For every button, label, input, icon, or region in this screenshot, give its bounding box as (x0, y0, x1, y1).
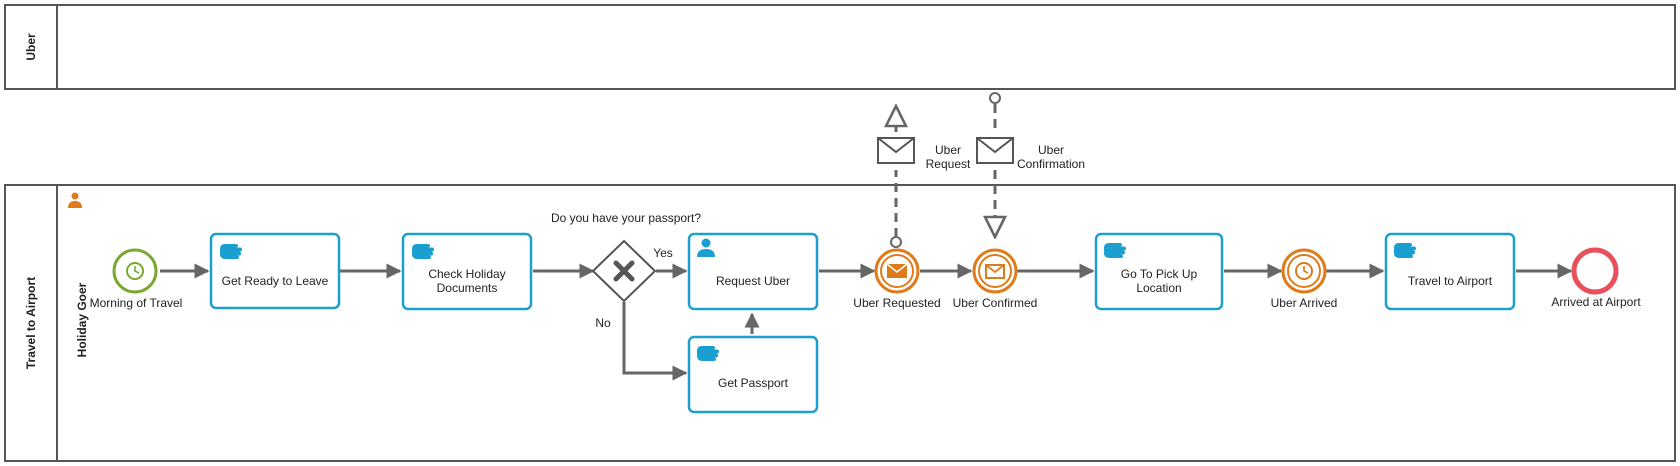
user-task-icon (697, 238, 715, 257)
lane-person-icon (68, 192, 82, 208)
gateway-question-label: Do you have your passport? (551, 211, 701, 225)
message-flow-confirmation (989, 92, 1001, 237)
start-event-label: Morning of Travel (90, 296, 183, 310)
event-uber-requested[interactable] (874, 248, 920, 294)
task-check-holiday-documents[interactable]: Check Holiday Documents (401, 232, 533, 311)
pool-uber-label: Uber (24, 33, 38, 61)
task-check-docs-label-line1: Check Holiday (428, 267, 505, 281)
timer-icon (1295, 262, 1313, 280)
task-request-uber[interactable]: Request Uber (687, 232, 819, 311)
message-envelope-confirmation-icon[interactable] (976, 137, 1014, 164)
event-uber-confirmed[interactable] (972, 248, 1018, 294)
message-flow-request (890, 106, 902, 248)
gateway-x-icon (613, 260, 635, 282)
manual-task-hand-icon (412, 244, 434, 259)
event-uber-requested-label: Uber Requested (853, 296, 940, 310)
task-get-passport[interactable]: Get Passport (687, 335, 819, 414)
task-pick-up-label-line2: Location (1136, 281, 1181, 295)
lane-holiday-goer-label: Holiday Goer (75, 282, 89, 357)
task-get-ready-label: Get Ready to Leave (222, 274, 329, 288)
event-uber-confirmed-label: Uber Confirmed (953, 296, 1038, 310)
task-travel-to-airport[interactable]: Travel to Airport (1384, 232, 1516, 311)
task-travel-label: Travel to Airport (1408, 274, 1493, 288)
message-confirmation-label-line2: Confirmation (1017, 157, 1085, 171)
task-request-uber-label: Request Uber (716, 274, 790, 288)
task-get-passport-label: Get Passport (718, 376, 789, 390)
task-get-ready-to-leave[interactable]: Get Ready to Leave (209, 232, 341, 310)
gateway-yes-label: Yes (653, 246, 673, 260)
envelope-filled-icon (886, 263, 908, 278)
task-check-docs-label-line2: Documents (437, 281, 498, 295)
end-event-label: Arrived at Airport (1551, 295, 1641, 309)
message-envelope-request-icon[interactable] (877, 137, 915, 164)
pool-travel-to-airport[interactable]: Travel to Airport Holiday Goer (4, 184, 1676, 462)
pool-travel-label: Travel to Airport (24, 277, 38, 369)
exclusive-gateway[interactable] (591, 239, 657, 303)
flow-gateway-no (622, 302, 688, 381)
event-uber-arrived[interactable] (1281, 248, 1327, 294)
message-origin-marker (989, 92, 1001, 104)
manual-task-hand-icon (1104, 243, 1126, 258)
timer-icon (126, 262, 144, 280)
message-request-label-line1: Uber (935, 143, 961, 157)
manual-task-hand-icon (220, 244, 242, 259)
event-uber-arrived-label: Uber Arrived (1271, 296, 1338, 310)
end-event[interactable] (1571, 247, 1619, 295)
envelope-outline-icon (985, 264, 1005, 279)
sequence-flows (160, 263, 1573, 381)
pool-uber[interactable]: Uber (4, 4, 1676, 90)
message-origin-marker (890, 236, 902, 248)
task-go-to-pick-up-location[interactable]: Go To Pick Up Location (1094, 232, 1224, 311)
start-event[interactable] (112, 248, 158, 294)
task-pick-up-label-line1: Go To Pick Up (1121, 267, 1198, 281)
message-confirmation-label-line1: Uber (1038, 143, 1064, 157)
manual-task-hand-icon (697, 346, 719, 361)
manual-task-hand-icon (1394, 243, 1416, 258)
gateway-no-label: No (595, 316, 611, 330)
message-request-label-line2: Request (926, 157, 971, 171)
